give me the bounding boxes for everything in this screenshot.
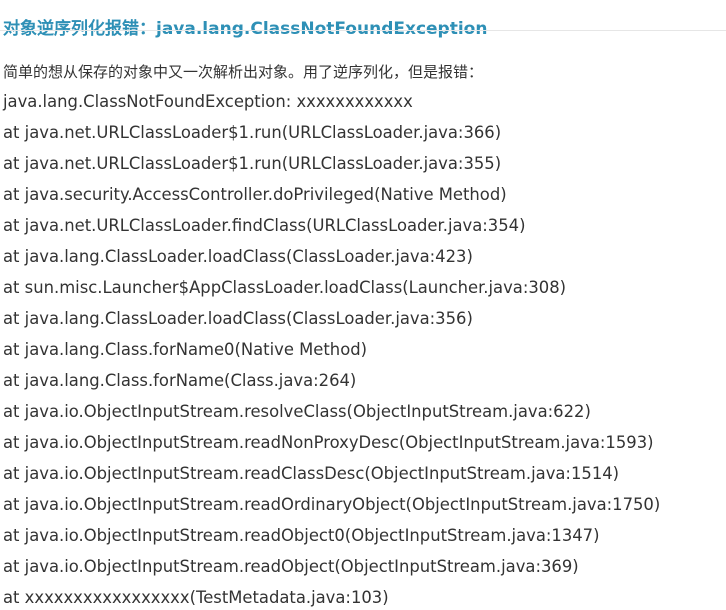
stack-trace-line: at java.lang.Class.forName0(Native Metho…	[3, 340, 368, 359]
stack-trace-line: at java.lang.ClassLoader.loadClass(Class…	[3, 309, 473, 328]
stack-trace-line: at java.io.ObjectInputStream.readClassDe…	[3, 464, 620, 483]
stack-trace-line: at java.lang.ClassLoader.loadClass(Class…	[3, 247, 473, 266]
stack-trace-line: at java.io.ObjectInputStream.readNonProx…	[3, 433, 654, 452]
stack-trace-line: at java.net.URLClassLoader$1.run(URLClas…	[3, 154, 502, 173]
article-title: 对象逆序列化报错：java.lang.ClassNotFoundExceptio…	[3, 19, 488, 40]
stack-trace-line: at xxxxxxxxxxxxxxxxx(TestMetadata.java:1…	[3, 588, 389, 607]
stack-trace-line: java.lang.ClassNotFoundException: xxxxxx…	[3, 92, 413, 111]
stack-trace-line: at java.io.ObjectInputStream.readObject0…	[3, 526, 600, 545]
stack-trace: java.lang.ClassNotFoundException: xxxxxx…	[3, 89, 660, 610]
stack-trace-line: at java.lang.Class.forName(Class.java:26…	[3, 371, 357, 390]
stack-trace-line: at java.security.AccessController.doPriv…	[3, 185, 507, 204]
stack-trace-line: at java.io.ObjectInputStream.resolveClas…	[3, 402, 591, 421]
stack-trace-line: at sun.misc.Launcher$AppClassLoader.load…	[3, 278, 567, 297]
stack-trace-line: at java.net.URLClassLoader.findClass(URL…	[3, 216, 526, 235]
stack-trace-line: at java.net.URLClassLoader$1.run(URLClas…	[3, 123, 502, 142]
stack-trace-line: at java.io.ObjectInputStream.readOrdinar…	[3, 495, 661, 514]
intro-paragraph: 简单的想从保存的对象中又一次解析出对象。用了逆序列化，但是报错：	[3, 63, 484, 81]
title-divider	[0, 30, 726, 31]
stack-trace-line: at java.io.ObjectInputStream.readObject(…	[3, 557, 579, 576]
